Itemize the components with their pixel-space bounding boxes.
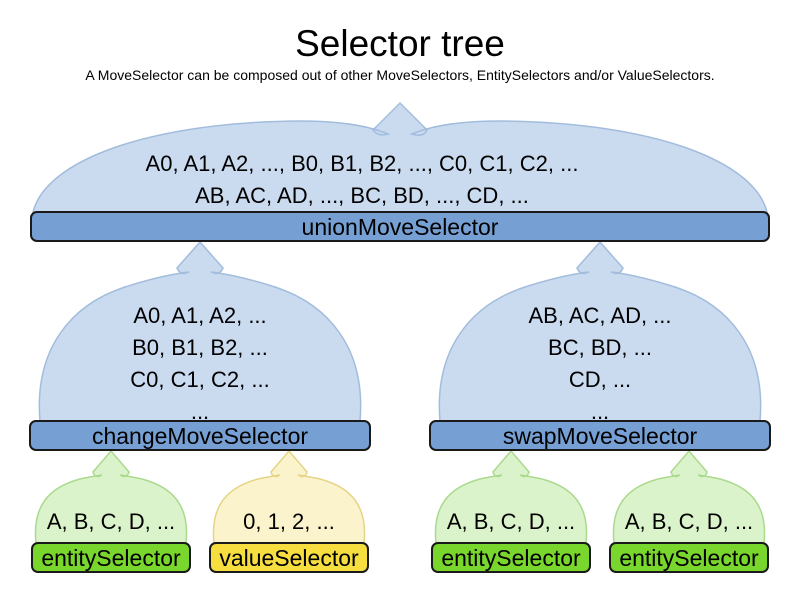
union-move-selector-bar [30,211,770,242]
union-items-line: A0, A1, A2, ..., B0, B1, B2, ..., C0, C1… [145,151,579,176]
entity-items-line: A, B, C, D, ... [446,509,576,534]
entity-items-line: A, B, C, D, ... [46,509,176,534]
entity1-balloon-arrow-shape [34,449,188,544]
swap-items-line: BC, BD, ... [548,335,652,360]
entity-items-line: A, B, C, D, ... [624,509,754,534]
swap-balloon-arrow-shape [438,240,762,422]
entity-selector-3-items: A, B, C, D, ... [609,507,769,537]
union-move-selector-label: unionMoveSelector [301,214,499,240]
entity-selector-bar-3 [609,542,769,573]
swap-items-line: CD, ... [568,367,632,392]
value-items-line: 0, 1, 2, ... [243,509,335,534]
swap-items-line: AB, AC, AD, ... [528,303,672,328]
entity3-balloon-arrow-shape [612,449,766,544]
page-subtitle: A MoveSelector can be composed out of ot… [85,67,715,83]
union-items-line: AB, AC, AD, ..., BC, BD, ..., CD, ... [195,183,529,208]
swap-move-selector-label: swapMoveSelector [502,423,698,449]
value-selector-items: 0, 1, 2, ... [209,507,369,537]
swap-items-line: ... [590,399,610,424]
entity-selector-2-label: entitySelector [441,545,581,571]
entity-selector-bar-2 [431,542,591,573]
entity-selector-1-items: A, B, C, D, ... [31,507,191,537]
entity2-balloon-arrow-shape [434,449,588,544]
entity-selector-3-label: entitySelector [619,545,759,571]
page-title: Selector tree [295,23,505,64]
value1-balloon-arrow-shape [212,449,366,544]
change-items-line: A0, A1, A2, ... [133,303,267,328]
value-selector-bar [209,542,369,573]
entity-selector-bar-1 [31,542,191,573]
change-items-line: ... [190,399,210,424]
entity-selector-2-items: A, B, C, D, ... [431,507,591,537]
union-selector-items: A0, A1, A2, ..., B0, B1, B2, ..., C0, C1… [0,148,724,212]
change-balloon-arrow-shape [38,240,362,422]
change-items-line: C0, C1, C2, ... [130,367,270,392]
change-move-selector-label: changeMoveSelector [91,423,309,449]
union-balloon-arrow-shape [32,101,768,213]
entity-selector-1-label: entitySelector [41,545,181,571]
value-selector-label: valueSelector [219,545,359,571]
swap-move-selector-bar [429,420,771,451]
swap-selector-items: AB, AC, AD, ... BC, BD, ... CD, ... ... [440,300,760,428]
change-items-line: B0, B1, B2, ... [132,335,268,360]
change-move-selector-bar [29,420,371,451]
change-selector-items: A0, A1, A2, ... B0, B1, B2, ... C0, C1, … [40,300,360,428]
